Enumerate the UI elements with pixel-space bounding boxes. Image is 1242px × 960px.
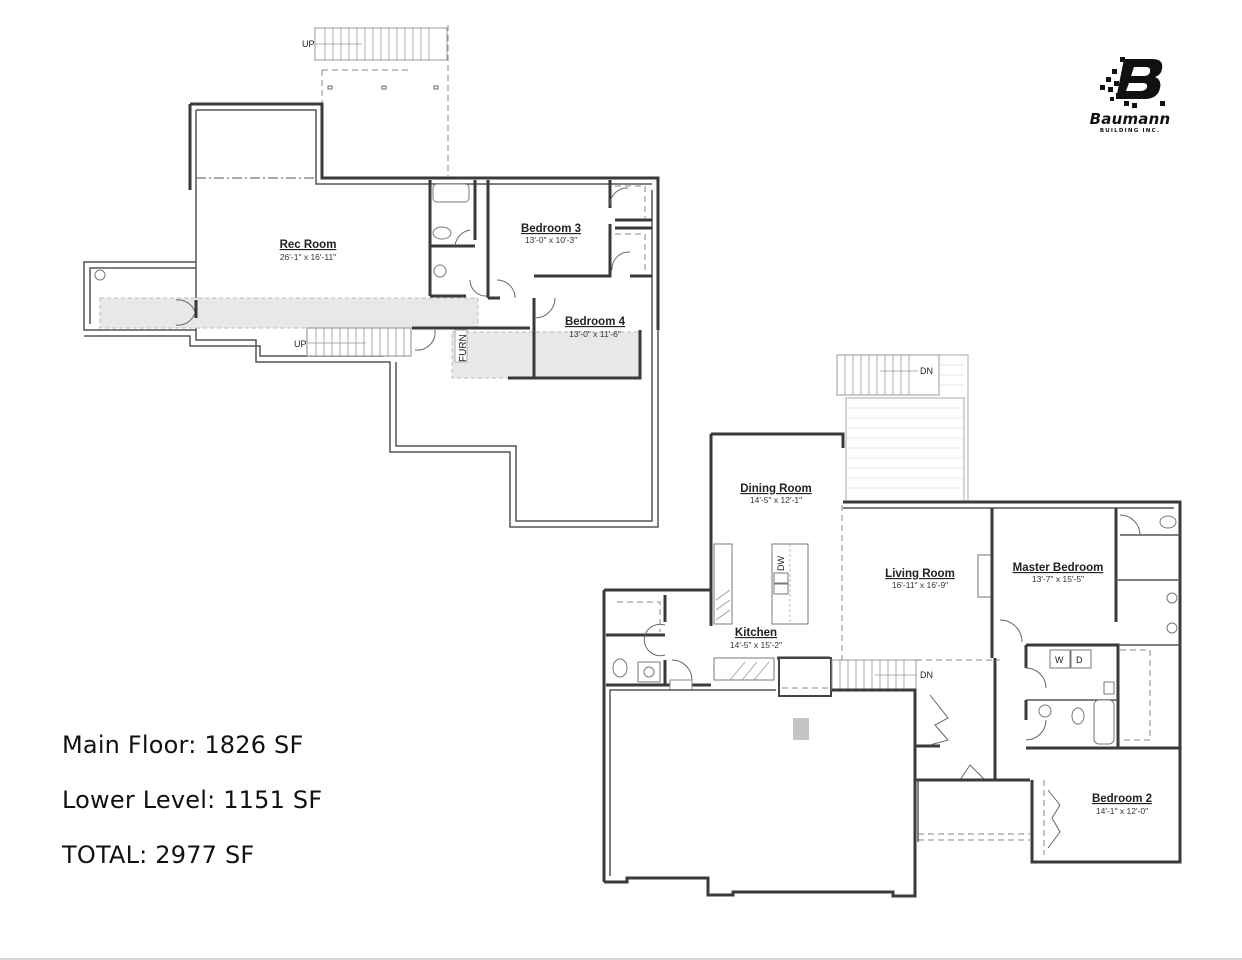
furnace-label: FURN [458, 334, 469, 362]
room-dim-dining-room: 14'-5" x 12'-1" [750, 495, 802, 505]
room-dim-kitchen: 14'-5" x 15'-2" [730, 640, 782, 650]
lower-level-sqft: Lower Level: 1151 SF [62, 786, 323, 814]
room-dim-master-bedroom: 13'-7" x 15'-5" [1032, 574, 1084, 584]
room-name-rec-room: Rec Room [280, 239, 337, 251]
dishwasher-label: DW [776, 556, 786, 571]
lower-hallway [99, 297, 479, 329]
room-dim-rec-room: 26'-1" x 16'-11" [280, 252, 336, 262]
room-dim-bedroom-4: 13'-0" x 11'-6" [569, 329, 621, 339]
dryer-label: D [1076, 655, 1083, 665]
baumann-logo: Baumann BUILDING INC. [1072, 55, 1192, 140]
baumann-b-pixel-logo-icon [1100, 57, 1165, 108]
washer-label: W [1055, 655, 1064, 665]
logo-brand-name: Baumann [1089, 110, 1171, 128]
room-dim-living-room: 16'-11" x 16'-9" [892, 580, 948, 590]
room-name-bedroom-2: Bedroom 2 [1092, 793, 1152, 805]
deck-stairs-down-label: DN [920, 366, 933, 376]
logo-subtitle: BUILDING INC. [1099, 128, 1161, 134]
main-floor-plan: DN DW W D [602, 354, 1182, 898]
interior-stairs-down-label: DN [920, 670, 933, 680]
bottom-divider [0, 958, 1242, 960]
stairs-up-label-exterior: UP [302, 39, 315, 49]
exterior-stairs-lower: UP [302, 27, 448, 61]
total-sqft: TOTAL: 2977 SF [62, 841, 255, 869]
room-name-master-bedroom: Master Bedroom [1013, 562, 1104, 574]
garage-marker [793, 718, 809, 740]
room-dim-bedroom-3: 13'-0" x 10'-3" [525, 235, 577, 245]
room-name-dining-room: Dining Room [740, 483, 812, 495]
room-name-bedroom-3: Bedroom 3 [521, 223, 581, 235]
room-dim-bedroom-2: 14'-1" x 12'-0" [1096, 806, 1148, 816]
lower-level-plan: UP [83, 25, 660, 528]
room-name-bedroom-4: Bedroom 4 [565, 316, 626, 328]
room-name-living-room: Living Room [885, 568, 955, 580]
main-floor-sqft: Main Floor: 1826 SF [62, 731, 304, 759]
room-name-kitchen: Kitchen [735, 627, 777, 639]
deck: DN [836, 354, 969, 503]
interior-stairs-lower: UP [294, 327, 412, 357]
stairs-up-label-interior: UP [294, 339, 307, 349]
